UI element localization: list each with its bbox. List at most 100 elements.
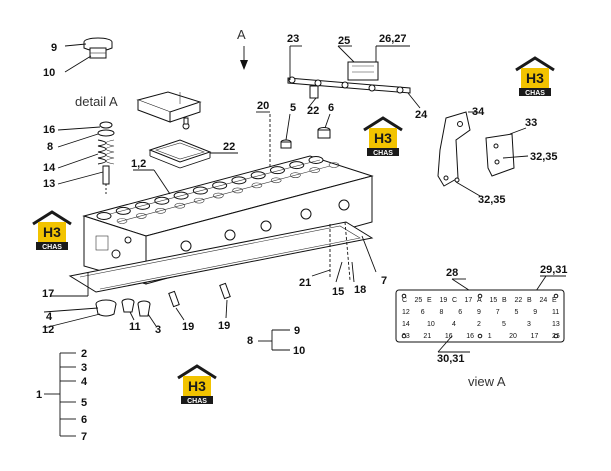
valve-seat: [96, 212, 112, 220]
plate-hole: [553, 293, 559, 299]
plate-mark: C: [452, 297, 457, 304]
plate-hole: [477, 333, 483, 339]
callout-13: 13: [43, 178, 55, 190]
valve-seat: [135, 213, 147, 219]
detail-a-label: detail A: [75, 94, 118, 109]
legend-item: 5: [81, 397, 87, 409]
plate-mark: 14: [402, 321, 410, 328]
callout-30-31: 30,31: [437, 353, 465, 365]
callout-12: 12: [42, 324, 54, 336]
callout-33: 33: [525, 117, 537, 129]
plate-mark: 22: [515, 297, 523, 304]
valve-seat: [231, 176, 247, 185]
plate-hole: [553, 333, 559, 339]
plate-mark: 15: [490, 297, 498, 304]
plate-mark: C: [402, 297, 407, 304]
callout-19-right: 19: [218, 320, 230, 332]
callout-32-35-left: 32,35: [478, 194, 506, 206]
plate-mark: B: [502, 297, 507, 304]
callout-19-left: 19: [182, 321, 194, 333]
brand-logo: H3 CHAS: [515, 56, 555, 97]
view-a-label: view A: [468, 374, 506, 389]
plate-mark: 6: [421, 309, 425, 316]
brand-logo: H3 CHAS: [363, 116, 403, 157]
valve-seat: [270, 177, 282, 184]
plate-mark: 17: [531, 333, 539, 340]
plate-mark: 5: [515, 309, 519, 316]
valve-seat: [213, 192, 224, 199]
plate-mark: 6: [458, 309, 462, 316]
callout-24: 24: [415, 109, 428, 121]
plate-mark: A: [477, 297, 482, 304]
callout-8-group: 8: [247, 335, 253, 347]
logo-mark: H3: [526, 70, 544, 86]
callout-23: 23: [287, 33, 299, 45]
plate-mark: 9: [477, 309, 481, 316]
plate-mark: 4: [452, 321, 456, 328]
bracket-34: [437, 111, 471, 187]
callout-20: 20: [257, 100, 269, 112]
legend-item: 6: [81, 414, 87, 426]
callout-22-rail: 22: [307, 105, 319, 117]
callout-8: 8: [47, 141, 53, 153]
plug-5: [280, 139, 292, 149]
plate-mark: 17: [465, 297, 473, 304]
valve-seat: [193, 197, 205, 204]
callout-17: 17: [42, 288, 54, 300]
logo-word: CHAS: [373, 150, 393, 157]
callout-26-27: 26,27: [379, 33, 407, 45]
callout-7: 7: [381, 275, 387, 287]
plate-mark: 9: [533, 309, 537, 316]
plate-hole: [477, 293, 483, 299]
brand-logo: H3 CHAS: [32, 210, 72, 251]
callout-34: 34: [472, 106, 485, 118]
callout-21: 21: [299, 277, 311, 289]
plate-hole: [401, 333, 407, 339]
plate-hole: [401, 293, 407, 299]
plug-6: [317, 127, 331, 139]
plate-mark: B: [527, 297, 532, 304]
callout-9: 9: [51, 42, 57, 54]
plate-mark: 2: [477, 321, 481, 328]
plate-mark: 10: [427, 321, 435, 328]
plate-mark: 7: [496, 309, 500, 316]
callout-group-8: 8 9 10: [247, 325, 305, 357]
callout-11: 11: [129, 321, 141, 333]
plate-mark: 16: [466, 333, 474, 340]
valve-seat: [115, 206, 131, 215]
callout-28: 28: [446, 267, 458, 279]
breather-cap: [83, 37, 113, 59]
valve-seat: [269, 166, 285, 175]
legend-item: 7: [81, 431, 87, 443]
cover-plate: [136, 91, 202, 130]
plate-mark: 25: [415, 297, 423, 304]
valve-seat: [290, 172, 301, 178]
callout-15: 15: [332, 286, 344, 298]
valve-seat: [328, 162, 340, 168]
plate-mark: 19: [440, 297, 448, 304]
callout-6: 6: [328, 102, 334, 114]
plate-mark: 1: [488, 333, 492, 340]
plate-mark: 8: [440, 309, 444, 316]
plate-mark: 13: [552, 321, 560, 328]
logo-word: CHAS: [525, 90, 545, 97]
logo-mark: H3: [43, 224, 61, 240]
callout-14: 14: [43, 162, 56, 174]
callout-32-35-right: 32,35: [530, 151, 558, 163]
plate-mark: 20: [509, 333, 517, 340]
valve-seat: [232, 187, 243, 194]
valve-seat: [250, 171, 266, 180]
plate-mark: 11: [552, 309, 559, 316]
valve-spring-assembly: [97, 121, 115, 196]
bracket-33: [485, 133, 515, 177]
valve-seat: [309, 167, 321, 173]
dowel-parts: [95, 298, 151, 317]
callout-3: 3: [155, 324, 161, 336]
callout-22-cover: 22: [223, 141, 235, 153]
arrow-letter: A: [237, 27, 246, 42]
view-direction-arrow: A: [237, 27, 248, 70]
logo-mark: H3: [374, 130, 392, 146]
